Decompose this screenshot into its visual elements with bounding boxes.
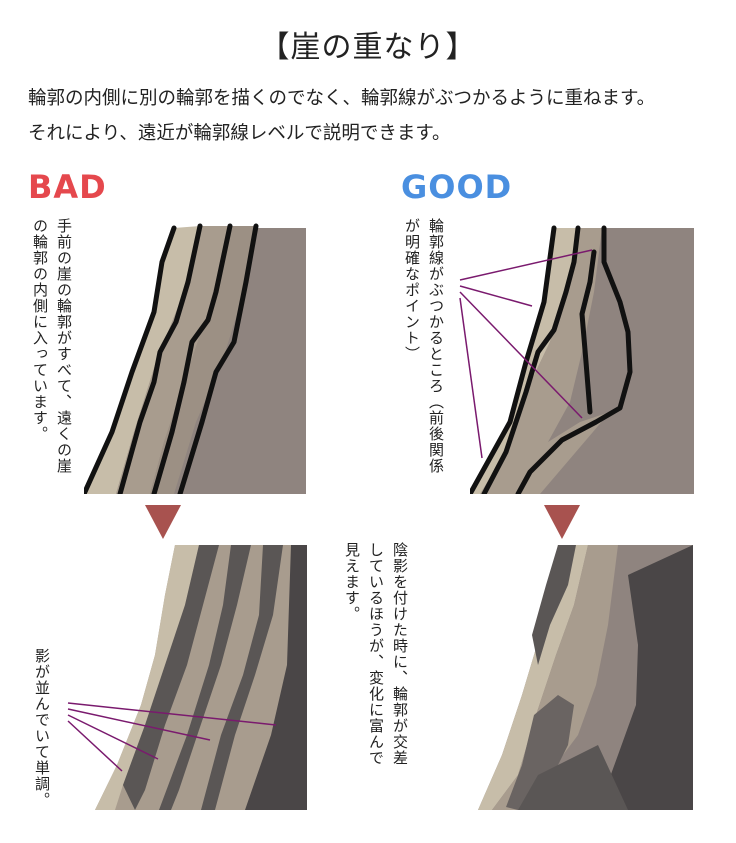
bad-arrow — [145, 505, 181, 539]
good-outline-4 — [515, 225, 633, 494]
good-outline-1 — [470, 225, 557, 494]
intro-line-1: 輪郭の内側に別の輪郭を描くのでなく、輪郭線がぶつかるように重ねます。 — [28, 88, 656, 109]
bad-pointer-lines — [67, 702, 277, 772]
good-shaded-light — [478, 545, 588, 810]
good-shaded-illustration — [478, 545, 693, 810]
good-outline-2 — [481, 225, 581, 494]
good-front-ridge — [470, 228, 578, 494]
bad-bottom-note: 影が並んでいて単調。 — [33, 648, 51, 808]
bad-label: BAD — [28, 168, 107, 206]
good-shadow-left — [532, 545, 576, 665]
bad-front-strip-2 — [116, 226, 230, 494]
bad-outline-4 — [177, 223, 259, 494]
good-arrow — [544, 505, 580, 539]
good-label: GOOD — [401, 168, 513, 206]
good-pointer-lines — [459, 249, 593, 459]
good-shadow-right — [598, 545, 693, 810]
bad-outline-2 — [117, 223, 203, 494]
bad-shadow-band-3 — [201, 545, 283, 810]
good-top-note: 輪郭線がぶつかるところ（前後関係が明確なポイント） — [403, 218, 445, 474]
good-mid-ridge — [506, 228, 602, 474]
page-title: 【崖の重なり】 — [259, 30, 477, 65]
bad-shadow-band-1 — [123, 545, 219, 810]
bad-outline-1 — [84, 225, 177, 494]
bad-shadow-band-2 — [159, 545, 251, 810]
good-outline-illustration — [470, 225, 694, 494]
bad-outline-3 — [151, 223, 233, 494]
bad-shadow-right — [245, 545, 307, 810]
good-shadow-center — [506, 695, 574, 810]
bad-outline-illustration — [84, 222, 306, 494]
good-shadow-base — [518, 745, 628, 810]
bad-top-note: 手前の崖の輪郭がすべて、遠くの崖の輪郭の内側に入っています。 — [31, 218, 73, 474]
good-bottom-note: 陰影を付けた時に、輪郭が交差しているほうが、変化に富んで見えます。 — [343, 542, 409, 766]
bad-shaded-illustration — [95, 545, 307, 810]
intro-line-2: それにより、遠近が輪郭線レベルで説明できます。 — [28, 123, 451, 144]
bad-front-strip-3 — [150, 226, 256, 494]
bad-shaded-light — [95, 545, 199, 810]
good-outline-3 — [579, 249, 597, 415]
bad-front-strip-1 — [84, 226, 200, 494]
good-mid-tone — [492, 545, 618, 810]
